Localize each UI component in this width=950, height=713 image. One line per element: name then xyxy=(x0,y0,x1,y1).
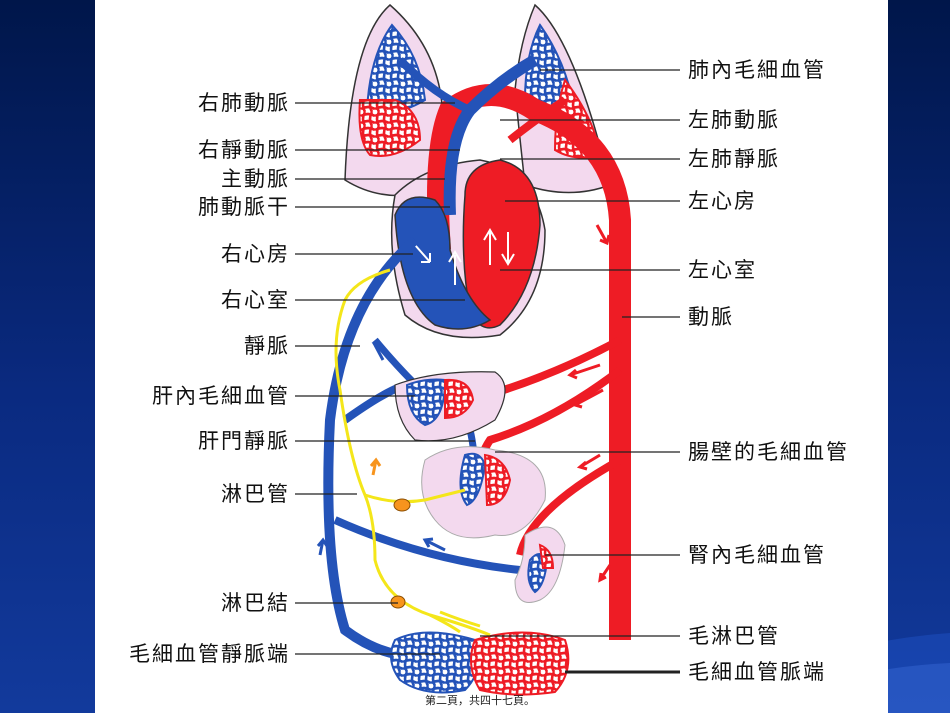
label-right-atrium: 右心房 xyxy=(221,242,290,266)
liver xyxy=(394,371,506,442)
circulation-diagram xyxy=(295,3,680,696)
label-right-pulmonary-vein: 右靜動脈 xyxy=(198,138,290,162)
lymph-node-shape xyxy=(393,498,411,512)
label-lung-capillaries: 肺內毛細血管 xyxy=(688,58,826,82)
label-lymph-capillaries: 毛淋巴管 xyxy=(688,624,780,648)
label-aorta: 主動脈 xyxy=(221,167,290,191)
label-intestine-capillaries: 腸壁的毛細血管 xyxy=(688,440,849,464)
label-artery: 動脈 xyxy=(688,305,734,329)
label-right-ventricle: 右心室 xyxy=(221,288,290,312)
label-left-ventricle: 左心室 xyxy=(688,258,757,282)
lymph-system xyxy=(334,268,491,637)
label-liver-capillaries: 肝內毛細血管 xyxy=(152,384,290,408)
flow-arrows xyxy=(316,224,612,583)
left-heart xyxy=(462,159,541,329)
page-footer: 第二頁，共四十七頁。 xyxy=(425,694,535,707)
label-kidney-capillaries: 腎內毛細血管 xyxy=(688,543,826,567)
label-capillary-venous-end: 毛細血管靜脈端 xyxy=(129,642,290,666)
vena-cava xyxy=(323,236,426,661)
lymph-node-shape-lower xyxy=(390,595,406,609)
intestine xyxy=(421,446,546,539)
heart-flow-arrows xyxy=(414,228,515,285)
label-pulmonary-trunk: 肺動脈干 xyxy=(198,195,290,219)
diagram-panel: 右肺動脈 右靜動脈 主動脈 肺動脈干 右心房 右心室 靜脈 肝內毛細血管 肝門靜… xyxy=(95,0,888,713)
label-right-pulmonary-artery: 右肺動脈 xyxy=(198,91,290,115)
right-lung xyxy=(344,4,445,197)
label-hepatic-portal-vein: 肝門靜脈 xyxy=(198,429,290,453)
label-left-atrium: 左心房 xyxy=(688,189,757,213)
leader-lines xyxy=(295,69,680,674)
label-capillary-arterial-end: 毛細血管脈端 xyxy=(688,660,826,684)
label-lymph-node: 淋巴結 xyxy=(221,591,290,615)
label-left-pulmonary-vein: 左肺靜脈 xyxy=(688,147,780,171)
label-lymph-vessel: 淋巴管 xyxy=(221,482,290,506)
kidney xyxy=(514,526,566,603)
label-vein: 靜脈 xyxy=(244,334,290,358)
aortic-arch xyxy=(427,84,631,640)
body-capillary-bed xyxy=(390,631,570,696)
label-left-pulmonary-artery: 左肺動脈 xyxy=(688,108,780,132)
right-heart xyxy=(394,196,492,330)
